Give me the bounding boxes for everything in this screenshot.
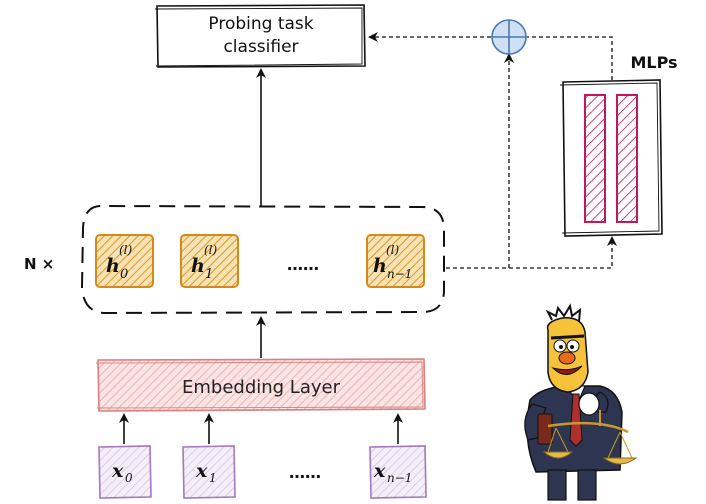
fist-icon [578, 392, 600, 416]
mlp-bar-1 [584, 94, 606, 223]
hidden-state-hn-1-sub: n−1 [387, 267, 412, 281]
token-x0-base: x [111, 460, 124, 482]
classifier-label-line1: Probing task [208, 14, 313, 34]
hidden-state-ellipsis: …… [287, 255, 319, 274]
hidden-state-hn-1-sup: (l) [386, 243, 400, 257]
hidden-state-h0: h (l) 0 [95, 234, 154, 288]
mlp-box [559, 79, 663, 237]
token-x0-sub: 0 [125, 471, 133, 485]
layer-stack: N × h (l) 0 h (l) 1 …… h (l) n−1 [24, 204, 445, 315]
mlp-bar-2 [616, 94, 638, 223]
token-xn-1-base: x [373, 460, 386, 482]
hidden-state-hn-1-base: h [373, 255, 387, 277]
token-xn-1-sub: n−1 [387, 471, 412, 485]
token-xn-1: x n−1 [369, 445, 427, 499]
classifier-box: Probing task classifier [154, 4, 366, 68]
classifier-label-line2: classifier [223, 37, 298, 57]
adder-icon [491, 19, 527, 55]
embedding-layer-box: Embedding Layer [95, 358, 426, 412]
book-icon [537, 413, 553, 445]
token-x1: x 1 [182, 445, 236, 499]
scales-of-justice-icon [542, 410, 638, 465]
embedding-label: Embedding Layer [182, 377, 341, 398]
hidden-state-h1-base: h [191, 255, 205, 277]
token-x1-sub: 1 [209, 471, 217, 485]
stack-to-mlp-dashed-arrow [446, 236, 617, 269]
token-x1-base: x [195, 460, 208, 482]
hidden-state-h0-base: h [106, 255, 120, 277]
layer-stack-dashed-frame [80, 204, 445, 315]
hidden-state-h1-sup: (l) [204, 243, 218, 257]
hidden-state-hn-1: h (l) n−1 [366, 234, 425, 288]
judge-character-illustration [524, 303, 638, 501]
hidden-state-h1-sub: 1 [205, 267, 213, 282]
token-ellipsis: …… [289, 463, 321, 482]
mlp-branch: MLPs [368, 19, 678, 269]
hidden-state-h0-sub: 0 [120, 267, 128, 282]
hidden-state-h1: h (l) 1 [180, 234, 239, 288]
token-x0: x 0 [98, 445, 152, 499]
mlps-label: MLPs [630, 53, 677, 72]
repeat-label: N × [24, 255, 54, 273]
hidden-state-h0-sup: (l) [119, 243, 133, 257]
mlp-to-adder-dashed-line [527, 36, 613, 80]
